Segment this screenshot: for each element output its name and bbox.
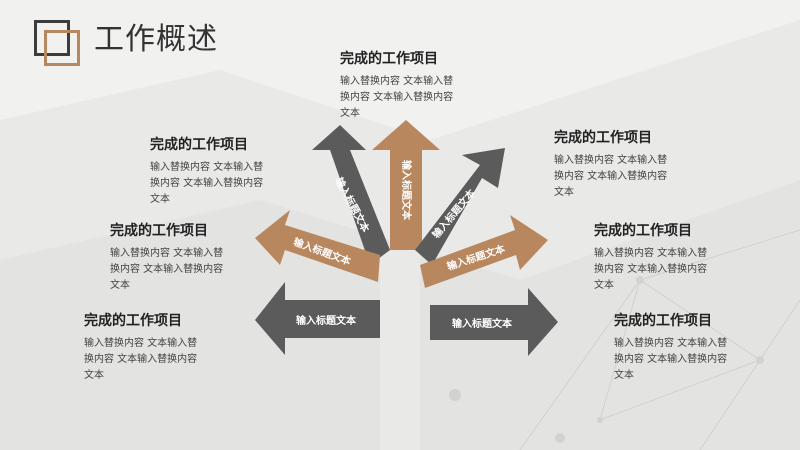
item-heading: 完成的工作项目 [614, 313, 712, 329]
item-description: 输入替换内容 文本输入替换内容 文本输入替换内容 文本 [110, 248, 224, 291]
item-upper-right: 完成的工作项目 输入替换内容 文本输入替换内容 文本输入替换内容 文本 [554, 127, 672, 201]
arrow-shape [430, 288, 558, 356]
item-description: 输入替换内容 文本输入替换内容 文本输入替换内容 文本 [150, 162, 264, 205]
arrow-lower-right: 输入标题文本 [430, 288, 558, 356]
item-heading: 完成的工作项目 [554, 130, 652, 146]
item-top: 完成的工作项目 输入替换内容 文本输入替换内容 文本输入替换内容 文本 [340, 48, 460, 122]
item-middle-right: 完成的工作项目 输入替换内容 文本输入替换内容 文本输入替换内容 文本 [594, 220, 712, 294]
item-description: 输入替换内容 文本输入替换内容 文本输入替换内容 文本 [554, 155, 668, 198]
item-description: 输入替换内容 文本输入替换内容 文本输入替换内容 文本 [84, 338, 198, 381]
arrow-shape [372, 120, 440, 250]
arrow-label: 输入标题文本 [296, 314, 357, 327]
item-description: 输入替换内容 文本输入替换内容 文本输入替换内容 文本 [594, 248, 708, 291]
page-title: 工作概述 [94, 22, 218, 57]
arrow-lower-left: 输入标题文本 [255, 282, 380, 355]
item-description: 输入替换内容 文本输入替换内容 文本输入替换内容 文本 [340, 76, 454, 119]
item-heading: 完成的工作项目 [340, 51, 438, 67]
arrow-label: 输入标题文本 [452, 317, 513, 330]
arrow-shape [415, 148, 505, 265]
arrow-label: 输入标题文本 [400, 160, 413, 221]
logo-squares-icon [34, 20, 80, 66]
item-heading: 完成的工作项目 [594, 223, 692, 239]
item-upper-left: 完成的工作项目 输入替换内容 文本输入替换内容 文本输入替换内容 文本 [150, 134, 268, 208]
arrow-up: 输入标题文本 [372, 120, 440, 250]
item-lower-left: 完成的工作项目 输入替换内容 文本输入替换内容 文本输入替换内容 文本 [84, 310, 202, 384]
arrow-label: 输入标题文本 [429, 186, 478, 241]
tree-trunk [380, 250, 420, 450]
item-description: 输入替换内容 文本输入替换内容 文本输入替换内容 文本 [614, 338, 728, 381]
arrow-shape [255, 282, 380, 355]
item-heading: 完成的工作项目 [110, 223, 208, 239]
item-middle-left: 完成的工作项目 输入替换内容 文本输入替换内容 文本输入替换内容 文本 [110, 220, 228, 294]
arrow-shape [420, 215, 548, 288]
arrow-shape [312, 125, 390, 265]
arrow-shape [255, 210, 380, 282]
item-heading: 完成的工作项目 [150, 137, 248, 153]
item-lower-right: 完成的工作项目 输入替换内容 文本输入替换内容 文本输入替换内容 文本 [614, 310, 732, 384]
item-heading: 完成的工作项目 [84, 313, 182, 329]
